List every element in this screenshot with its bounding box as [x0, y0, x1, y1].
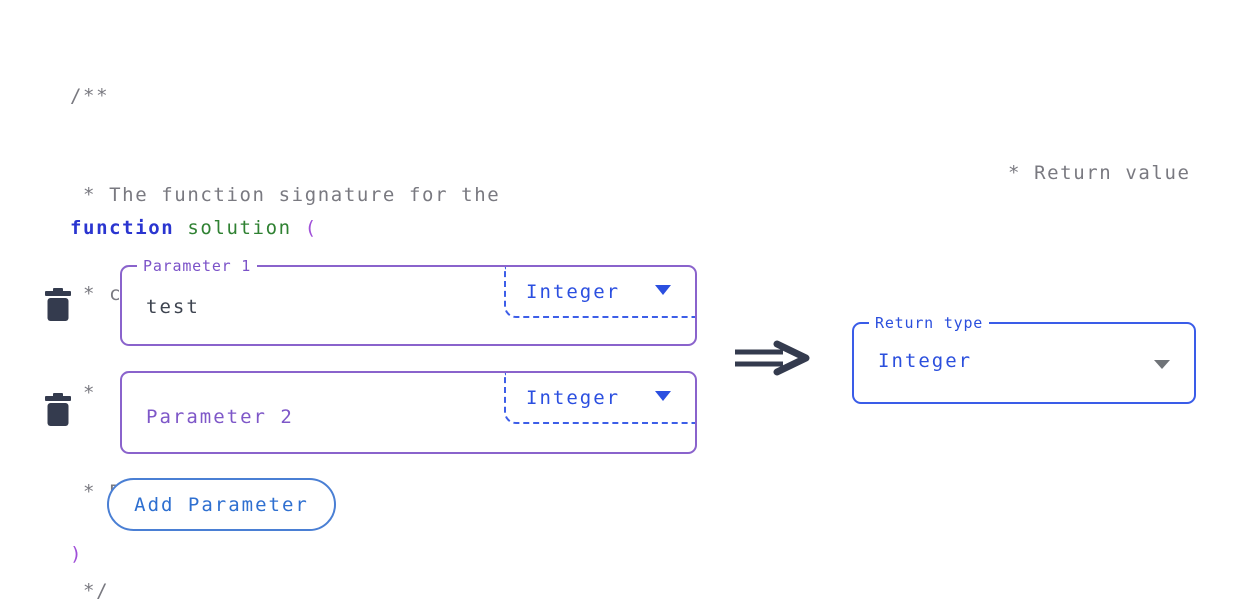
parameter-1-type-value: Integer — [526, 280, 621, 303]
function-declaration: function solution ( — [70, 212, 318, 245]
return-type-value: Integer — [878, 350, 973, 372]
trash-icon — [45, 288, 71, 321]
parameter-2-name-input[interactable] — [146, 401, 496, 433]
parameter-1-name-input[interactable] — [146, 291, 496, 323]
add-parameter-button[interactable]: Add Parameter — [107, 478, 336, 531]
function-keyword: function — [70, 217, 175, 239]
function-name: solution — [174, 217, 305, 239]
return-value-comment: * Return value — [1008, 162, 1191, 184]
return-type-card: Return type Integer — [852, 314, 1196, 404]
parameter-2-type-value: Integer — [526, 386, 621, 409]
comment-line: */ — [70, 580, 110, 602]
close-paren: ) — [70, 543, 82, 565]
delete-parameter-1-button[interactable] — [44, 288, 72, 322]
parameter-2-type-select[interactable]: Integer — [504, 373, 695, 424]
double-arrow-right-icon — [733, 340, 813, 380]
comment-line: * — [70, 382, 97, 404]
parameter-1-type-select[interactable]: Integer — [504, 267, 695, 318]
return-type-label: Return type — [869, 314, 990, 333]
caret-down-icon — [655, 391, 671, 401]
delete-parameter-2-button[interactable] — [44, 393, 72, 427]
parameter-1-card: Parameter 1 Integer — [120, 257, 697, 346]
open-paren: ( — [304, 217, 318, 239]
comment-line: /** — [70, 85, 110, 107]
caret-down-icon — [1154, 360, 1170, 369]
parameter-1-label: Parameter 1 — [137, 257, 258, 276]
trash-icon — [45, 393, 71, 426]
parameter-2-card: Integer — [120, 371, 697, 454]
return-type-select[interactable]: Integer — [854, 324, 1194, 402]
comment-line: * The function signature for the — [70, 184, 501, 206]
caret-down-icon — [655, 285, 671, 295]
